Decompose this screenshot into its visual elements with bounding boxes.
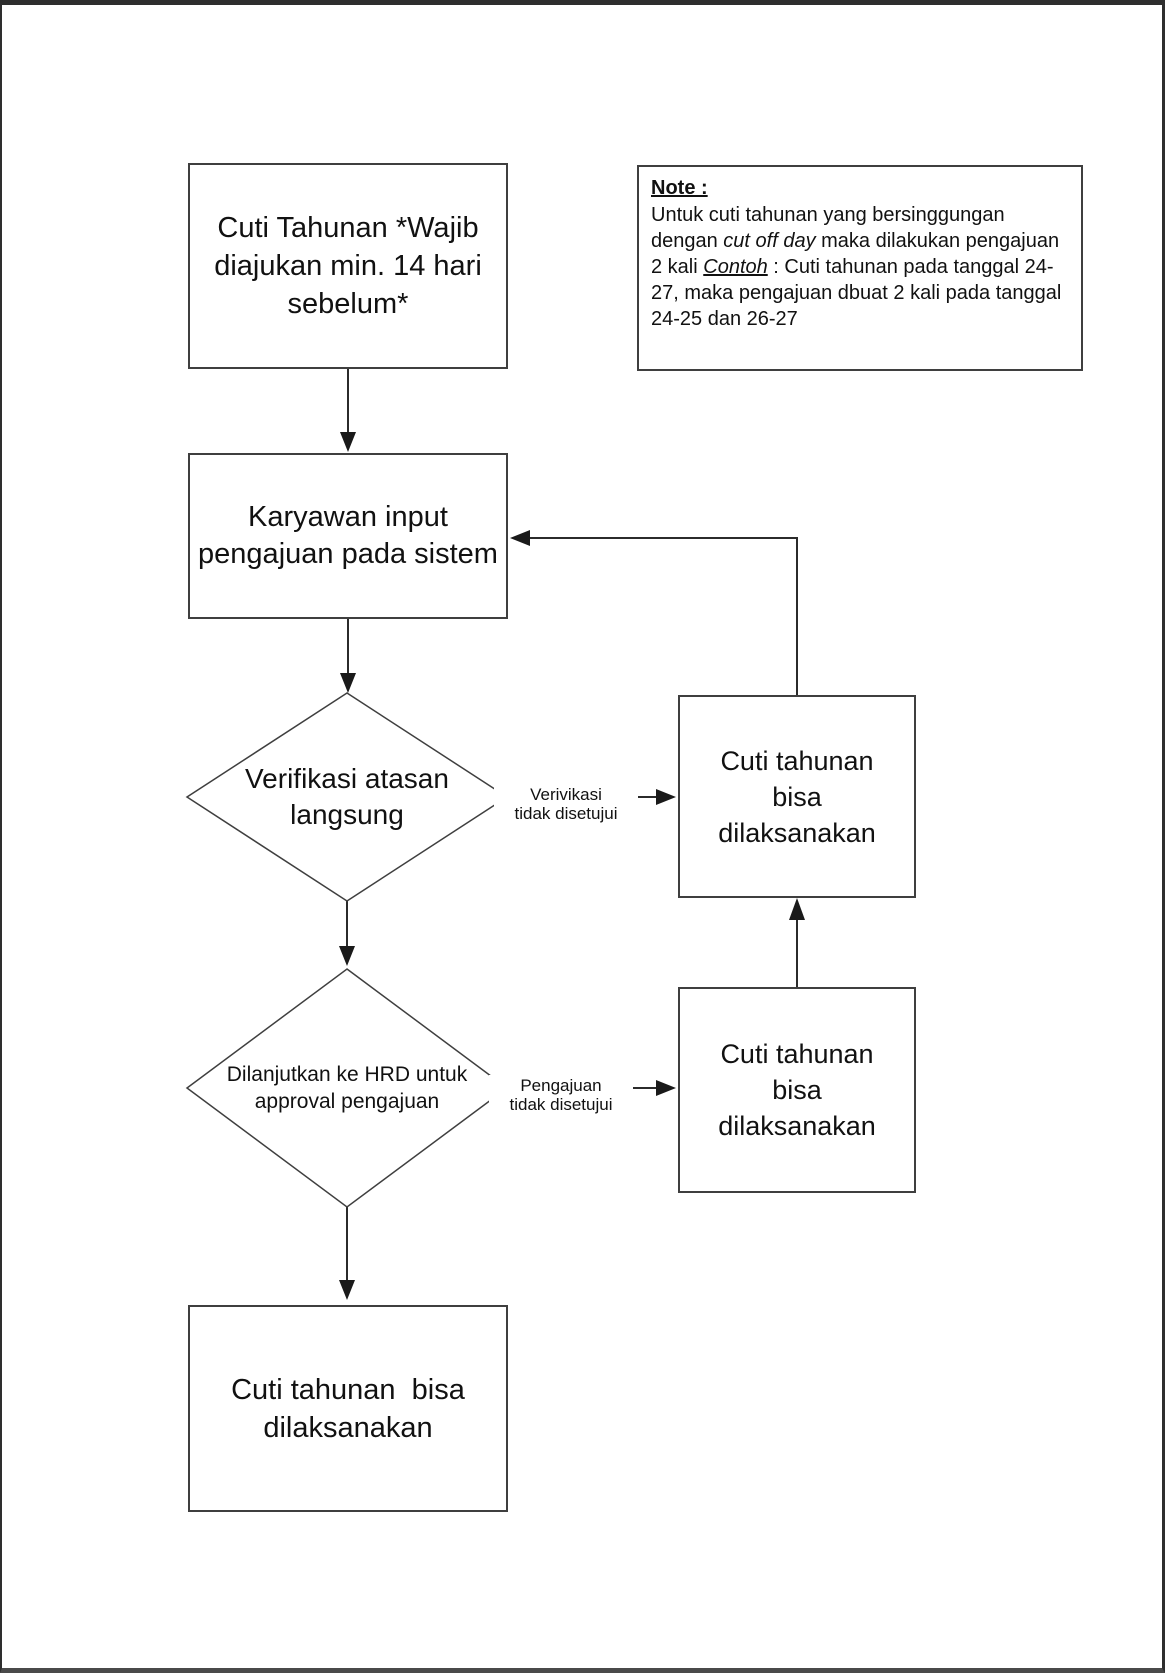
node-outcome-top-text: dilaksanakan bbox=[718, 817, 876, 848]
node-start-text: diajukan min. 14 hari bbox=[214, 250, 482, 282]
flow-connectors bbox=[185, 369, 805, 1300]
decision-hrd-label: Dilanjutkan ke HRD untuk approval pengaj… bbox=[197, 1043, 497, 1133]
node-input-text: Karyawan input bbox=[248, 501, 448, 533]
node-final: Cuti tahunan bisa dilaksanakan bbox=[188, 1305, 508, 1512]
decision-hrd-diamond bbox=[185, 968, 509, 1208]
note-text: maka dilakukan pengajuan 2 kali bbox=[651, 230, 1060, 278]
decision-supervisor-text: langsung bbox=[290, 799, 404, 830]
arrowhead-down-icon bbox=[339, 1280, 355, 1300]
edge-label-verification-rejected: Verivikasi tidak disetujui bbox=[494, 784, 638, 824]
node-final-text: dilaksanakan bbox=[263, 1411, 433, 1444]
arrowhead-down-icon bbox=[340, 673, 356, 693]
arrowhead-up-icon bbox=[789, 898, 805, 920]
node-input-system: Karyawan input pengajuan pada sistem bbox=[188, 453, 508, 619]
arrowhead-down-icon bbox=[340, 432, 356, 452]
node-start-text: Cuti Tahunan *Wajib bbox=[217, 212, 479, 244]
decision-hrd-text: Dilanjutkan ke HRD untuk bbox=[226, 1063, 468, 1086]
note-box: Note : Untuk cuti tahunan yang bersinggu… bbox=[637, 165, 1083, 371]
decision-supervisor-diamond bbox=[185, 692, 509, 902]
decision-supervisor-label: Verifikasi atasan langsung bbox=[207, 735, 487, 859]
arrowhead-right-icon bbox=[656, 789, 676, 805]
node-outcome-bottom-text: bisa bbox=[772, 1075, 822, 1105]
edge-label-text: tidak disetujui bbox=[509, 1095, 613, 1114]
arrowhead-left-icon bbox=[510, 530, 530, 546]
node-input-text: pengajuan pada sistem bbox=[198, 538, 498, 570]
note-text: Untuk cuti tahunan yang bersinggungan de… bbox=[651, 204, 1005, 252]
edge-label-submission-rejected: Pengajuan tidak disetujui bbox=[489, 1075, 633, 1115]
node-outcome-top-text: Cuti tahunan bbox=[720, 745, 874, 776]
edge-feedback-loop bbox=[528, 537, 798, 695]
node-outcome-bottom-text: Cuti tahunan bbox=[720, 1039, 874, 1069]
note-text: : Cuti tahunan pada tanggal 24-27, maka … bbox=[651, 256, 1062, 330]
node-outcome-top: Cuti tahunan bisa dilaksanakan bbox=[678, 695, 916, 898]
arrowhead-down-icon bbox=[339, 946, 355, 966]
node-final-text: Cuti tahunan bisa bbox=[231, 1373, 465, 1406]
note-text-contoh: Contoh bbox=[703, 256, 768, 278]
note-body: Untuk cuti tahunan yang bersinggungan de… bbox=[651, 202, 1069, 332]
decision-hrd-text: approval pengajuan bbox=[254, 1090, 440, 1113]
edge-label-text: Pengajuan bbox=[520, 1076, 602, 1095]
edge-label-text: tidak disetujui bbox=[514, 804, 618, 823]
note-text-italic: cut off day bbox=[723, 230, 816, 252]
note-title: Note : bbox=[651, 177, 708, 199]
node-start-text: sebelum* bbox=[287, 288, 409, 320]
decision-supervisor-text: Verifikasi atasan bbox=[245, 763, 449, 794]
node-outcome-bottom-text: dilaksanakan bbox=[718, 1111, 876, 1141]
edge-label-text: Verivikasi bbox=[530, 785, 602, 804]
node-outcome-bottom: Cuti tahunan bisa dilaksanakan bbox=[678, 987, 916, 1193]
node-outcome-top-text: bisa bbox=[772, 781, 822, 812]
arrowhead-right-icon bbox=[656, 1080, 676, 1096]
node-start: Cuti Tahunan *Wajib diajukan min. 14 har… bbox=[188, 163, 508, 369]
